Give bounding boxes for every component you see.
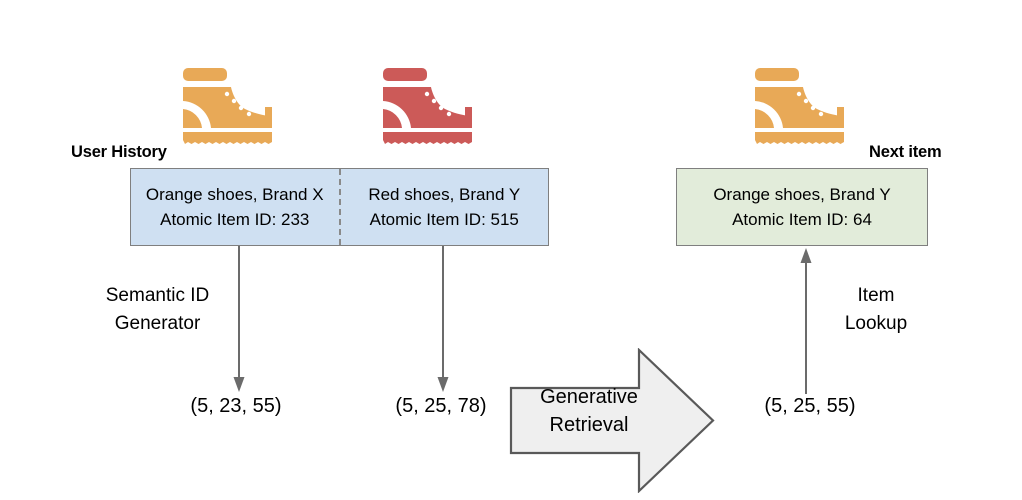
next-item-box: Orange shoes, Brand Y Atomic Item ID: 64 <box>676 168 928 246</box>
orange-shoe-icon <box>755 68 844 144</box>
next-item-atomic-id: Atomic Item ID: 64 <box>732 210 872 229</box>
history-item-1-description: Orange shoes, Brand X <box>145 185 324 204</box>
next-item-description: Orange shoes, Brand Y <box>713 185 891 204</box>
semantic-id-arrow-1-icon <box>233 246 245 392</box>
generative-retrieval-line1: Generative <box>540 386 638 408</box>
item-lookup-arrow-icon <box>800 248 812 394</box>
semantic-id-tuple-3: (5, 25, 55) <box>764 395 856 417</box>
next-item-content: Orange shoes, Brand Y Atomic Item ID: 64 <box>713 182 890 232</box>
red-shoe-icon <box>383 68 472 144</box>
history-item-1: Orange shoes, Brand X Atomic Item ID: 23… <box>131 169 339 245</box>
semantic-id-tuple-2: (5, 25, 78) <box>395 395 487 417</box>
user-history-box: Orange shoes, Brand X Atomic Item ID: 23… <box>130 168 549 246</box>
generative-retrieval-line2: Retrieval <box>549 414 629 436</box>
generative-retrieval-label: Generative Retrieval <box>509 383 669 439</box>
semantic-id-generator-line2: Generator <box>114 313 201 334</box>
semantic-id-arrow-2-icon <box>437 246 449 392</box>
semantic-id-generator-line1: Semantic ID <box>105 285 210 306</box>
item-lookup-label: Item Lookup <box>816 282 936 338</box>
history-item-2-description: Red shoes, Brand Y <box>368 185 521 204</box>
item-lookup-line1: Item <box>857 285 895 306</box>
history-item-1-atomic-id: Atomic Item ID: 233 <box>160 210 310 229</box>
orange-shoe-icon <box>183 68 272 144</box>
semantic-id-tuple-1: (5, 23, 55) <box>190 395 282 417</box>
next-item-caption: Next item <box>869 143 942 161</box>
history-item-2: Red shoes, Brand Y Atomic Item ID: 515 <box>338 169 549 245</box>
item-lookup-line2: Lookup <box>844 313 908 334</box>
generative-retrieval-block-arrow-icon <box>509 348 715 493</box>
semantic-id-generator-label: Semantic ID Generator <box>90 282 225 338</box>
history-item-2-atomic-id: Atomic Item ID: 515 <box>369 210 519 229</box>
user-history-caption: User History <box>71 143 167 161</box>
